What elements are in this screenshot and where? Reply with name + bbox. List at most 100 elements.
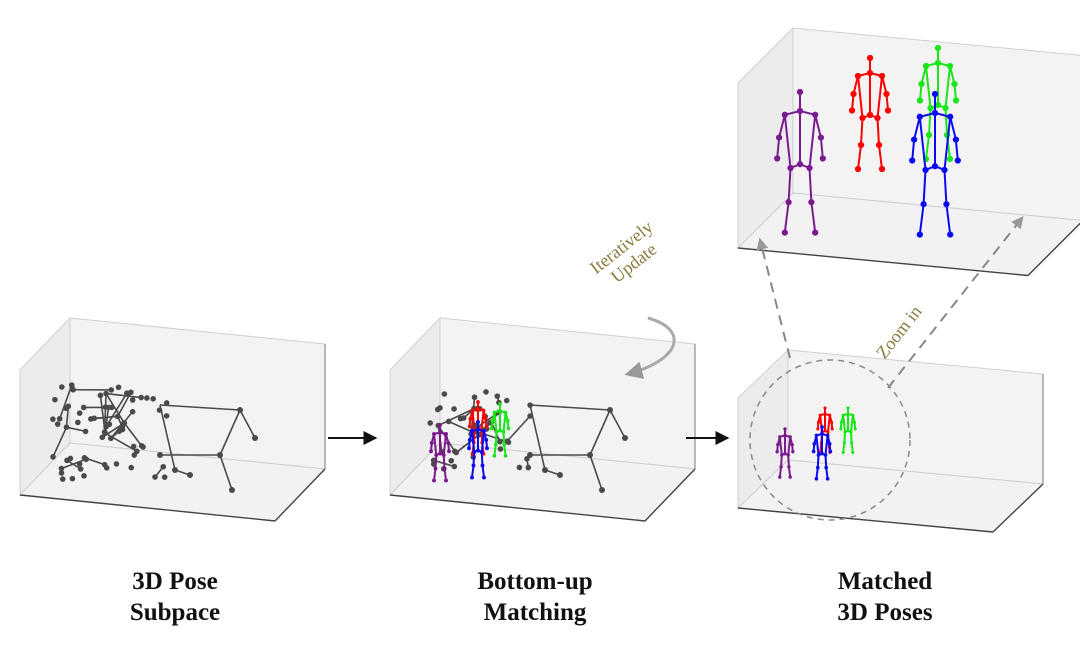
joint — [927, 104, 934, 112]
joint — [472, 450, 477, 454]
joint — [925, 131, 933, 139]
bone — [850, 431, 853, 443]
joint — [506, 426, 511, 431]
joint — [850, 441, 854, 445]
joint — [438, 430, 442, 435]
joint — [942, 104, 949, 112]
joint — [447, 449, 451, 454]
joint — [476, 407, 480, 411]
candidate-joint — [68, 382, 75, 388]
joint — [951, 80, 958, 88]
blue-pose-zoomed — [909, 90, 961, 238]
candidate-joint — [64, 457, 70, 464]
joint — [476, 420, 480, 424]
bone — [480, 410, 485, 431]
joint — [774, 155, 781, 162]
joint — [824, 465, 829, 470]
joint — [484, 438, 489, 442]
bone — [824, 454, 828, 468]
joint — [823, 412, 827, 416]
candidate-limb — [219, 454, 233, 491]
candidate-joint — [99, 434, 106, 441]
caption-bottom-up-matching: Bottom-up Matching — [450, 566, 620, 628]
joint — [909, 157, 916, 164]
joint — [786, 453, 790, 457]
panel-3d-pose-subspace — [18, 316, 327, 522]
joint — [481, 408, 486, 413]
joint — [470, 408, 475, 413]
blue-pose — [467, 420, 489, 480]
candidate-joint — [451, 406, 457, 412]
caption-line: Matched — [837, 568, 933, 595]
candidate-limb — [58, 384, 73, 420]
panel-edge — [737, 247, 1029, 277]
joint — [846, 429, 850, 433]
bone — [814, 114, 822, 138]
candidate-joint — [525, 464, 532, 471]
bone — [860, 117, 864, 146]
joint — [434, 453, 439, 457]
joint — [778, 475, 782, 479]
bone — [825, 467, 829, 479]
panel-edge — [992, 483, 1044, 533]
candidate-joint — [599, 487, 605, 493]
joint — [796, 161, 804, 168]
candidate-joint — [129, 408, 136, 415]
caption-line: 3D Pose — [132, 568, 218, 595]
joint — [438, 423, 442, 427]
candidate-joint — [58, 465, 65, 472]
joint — [839, 427, 843, 431]
joint — [483, 416, 488, 421]
candidate-cloud — [50, 382, 170, 482]
candidate-limb — [437, 407, 475, 427]
bone — [778, 436, 783, 456]
joint — [788, 435, 792, 439]
joint — [787, 164, 794, 172]
red-pose-zoomed — [848, 54, 892, 173]
candidate-joint — [445, 418, 452, 425]
joint — [444, 478, 448, 483]
joint — [470, 429, 474, 433]
joint — [814, 433, 819, 438]
candidate-joint — [119, 426, 126, 433]
joint — [429, 449, 433, 454]
panel-edge — [389, 494, 646, 522]
joint — [441, 453, 446, 457]
dashed-arrow-icon — [887, 216, 1024, 389]
candidate-joint — [622, 435, 628, 441]
bone — [480, 451, 484, 466]
joint — [851, 413, 855, 417]
bone — [857, 144, 862, 170]
candidate-joint — [494, 393, 501, 399]
joint — [859, 114, 866, 122]
joint — [878, 72, 886, 80]
joint — [883, 90, 890, 98]
candidate-joint — [58, 470, 65, 476]
joint — [854, 165, 862, 173]
candidate-joint — [516, 464, 523, 471]
joint — [827, 441, 832, 446]
candidate-joint — [144, 395, 150, 401]
joint — [884, 107, 892, 114]
bone — [808, 167, 813, 203]
joint — [818, 413, 822, 417]
joint — [866, 111, 874, 119]
blue-pose — [811, 425, 833, 481]
candidate-limb — [529, 404, 611, 411]
joint — [476, 400, 480, 404]
joint — [823, 453, 828, 457]
candidate-joint — [105, 404, 112, 411]
bone — [787, 466, 792, 478]
green-pose-zoomed — [916, 44, 960, 163]
joint — [476, 427, 480, 432]
dashed-circle-icon — [749, 359, 911, 521]
joint — [783, 427, 787, 431]
joint — [470, 475, 474, 480]
panel-bottom-up-matching — [388, 316, 697, 522]
joint — [493, 442, 498, 447]
bone — [780, 454, 783, 467]
candidate-joint — [163, 400, 170, 406]
joint — [811, 449, 816, 454]
joint — [857, 141, 865, 149]
candidate-joint — [504, 438, 511, 445]
